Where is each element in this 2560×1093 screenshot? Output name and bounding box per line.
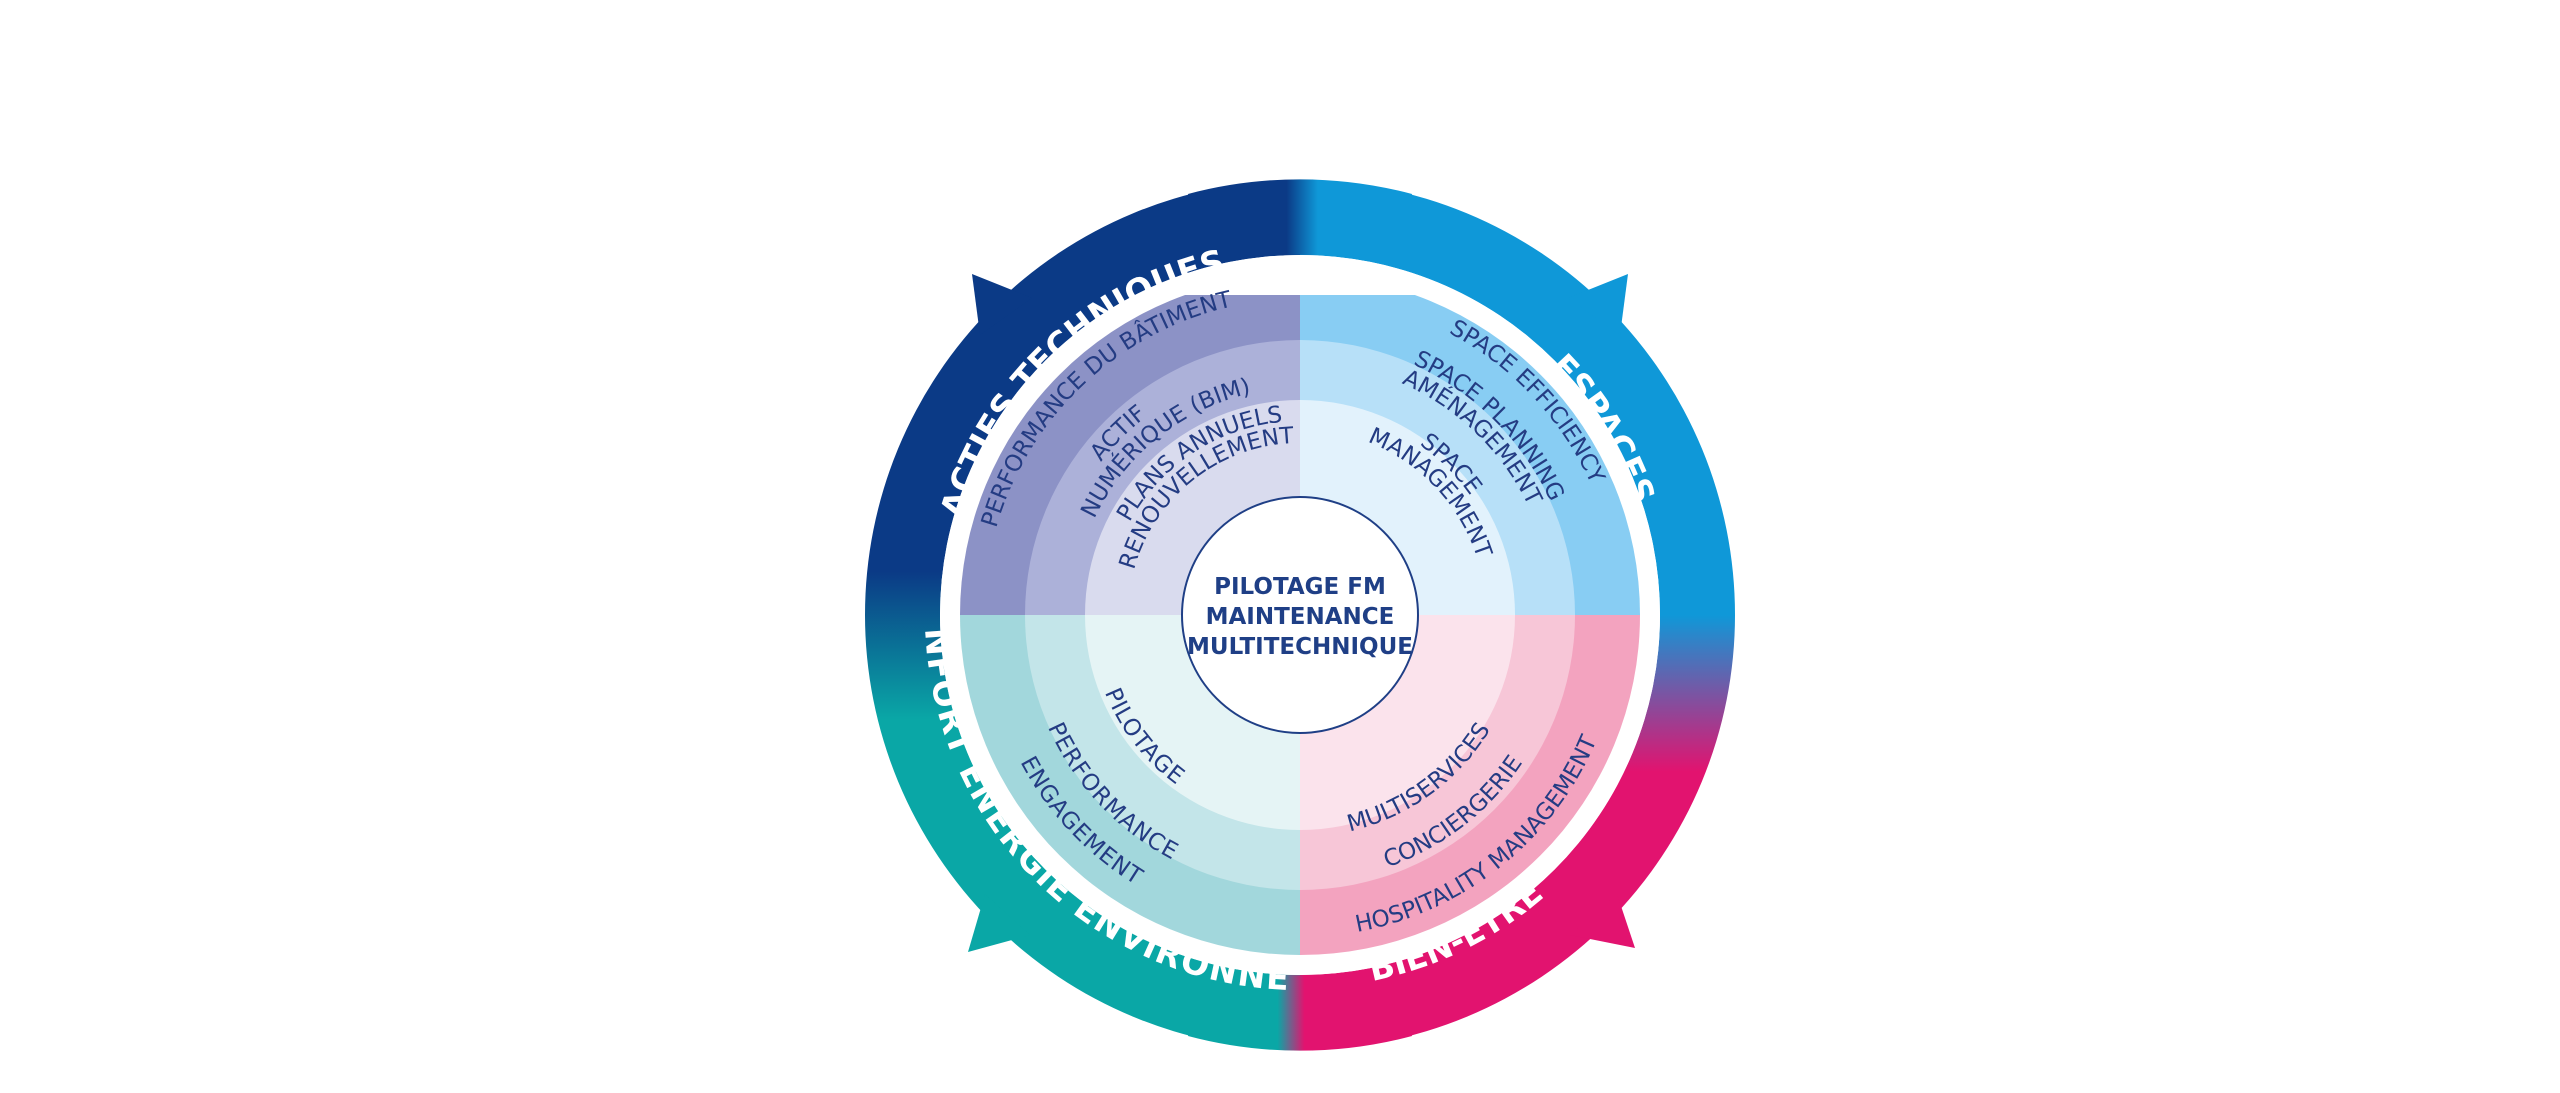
outer-ring-top-blend xyxy=(1188,179,1412,267)
outer-ring xyxy=(865,179,1735,1051)
arrow-bottom-left xyxy=(968,894,1030,952)
center-line-1: PILOTAGE FM xyxy=(1214,574,1386,600)
outer-ring-bottom-blend xyxy=(1188,963,1412,1051)
center-circle xyxy=(1181,496,1419,734)
outer-ring-left-segment xyxy=(865,180,1300,1050)
outer-ring-right-segment xyxy=(1300,180,1735,1050)
center-line-3: MULTITECHNIQUE xyxy=(1187,634,1413,660)
arrow-top-right xyxy=(1568,274,1628,335)
arrow-top-left xyxy=(972,274,1032,335)
center-line-2: MAINTENANCE xyxy=(1206,604,1395,630)
arrow-bottom-right xyxy=(1570,894,1635,948)
